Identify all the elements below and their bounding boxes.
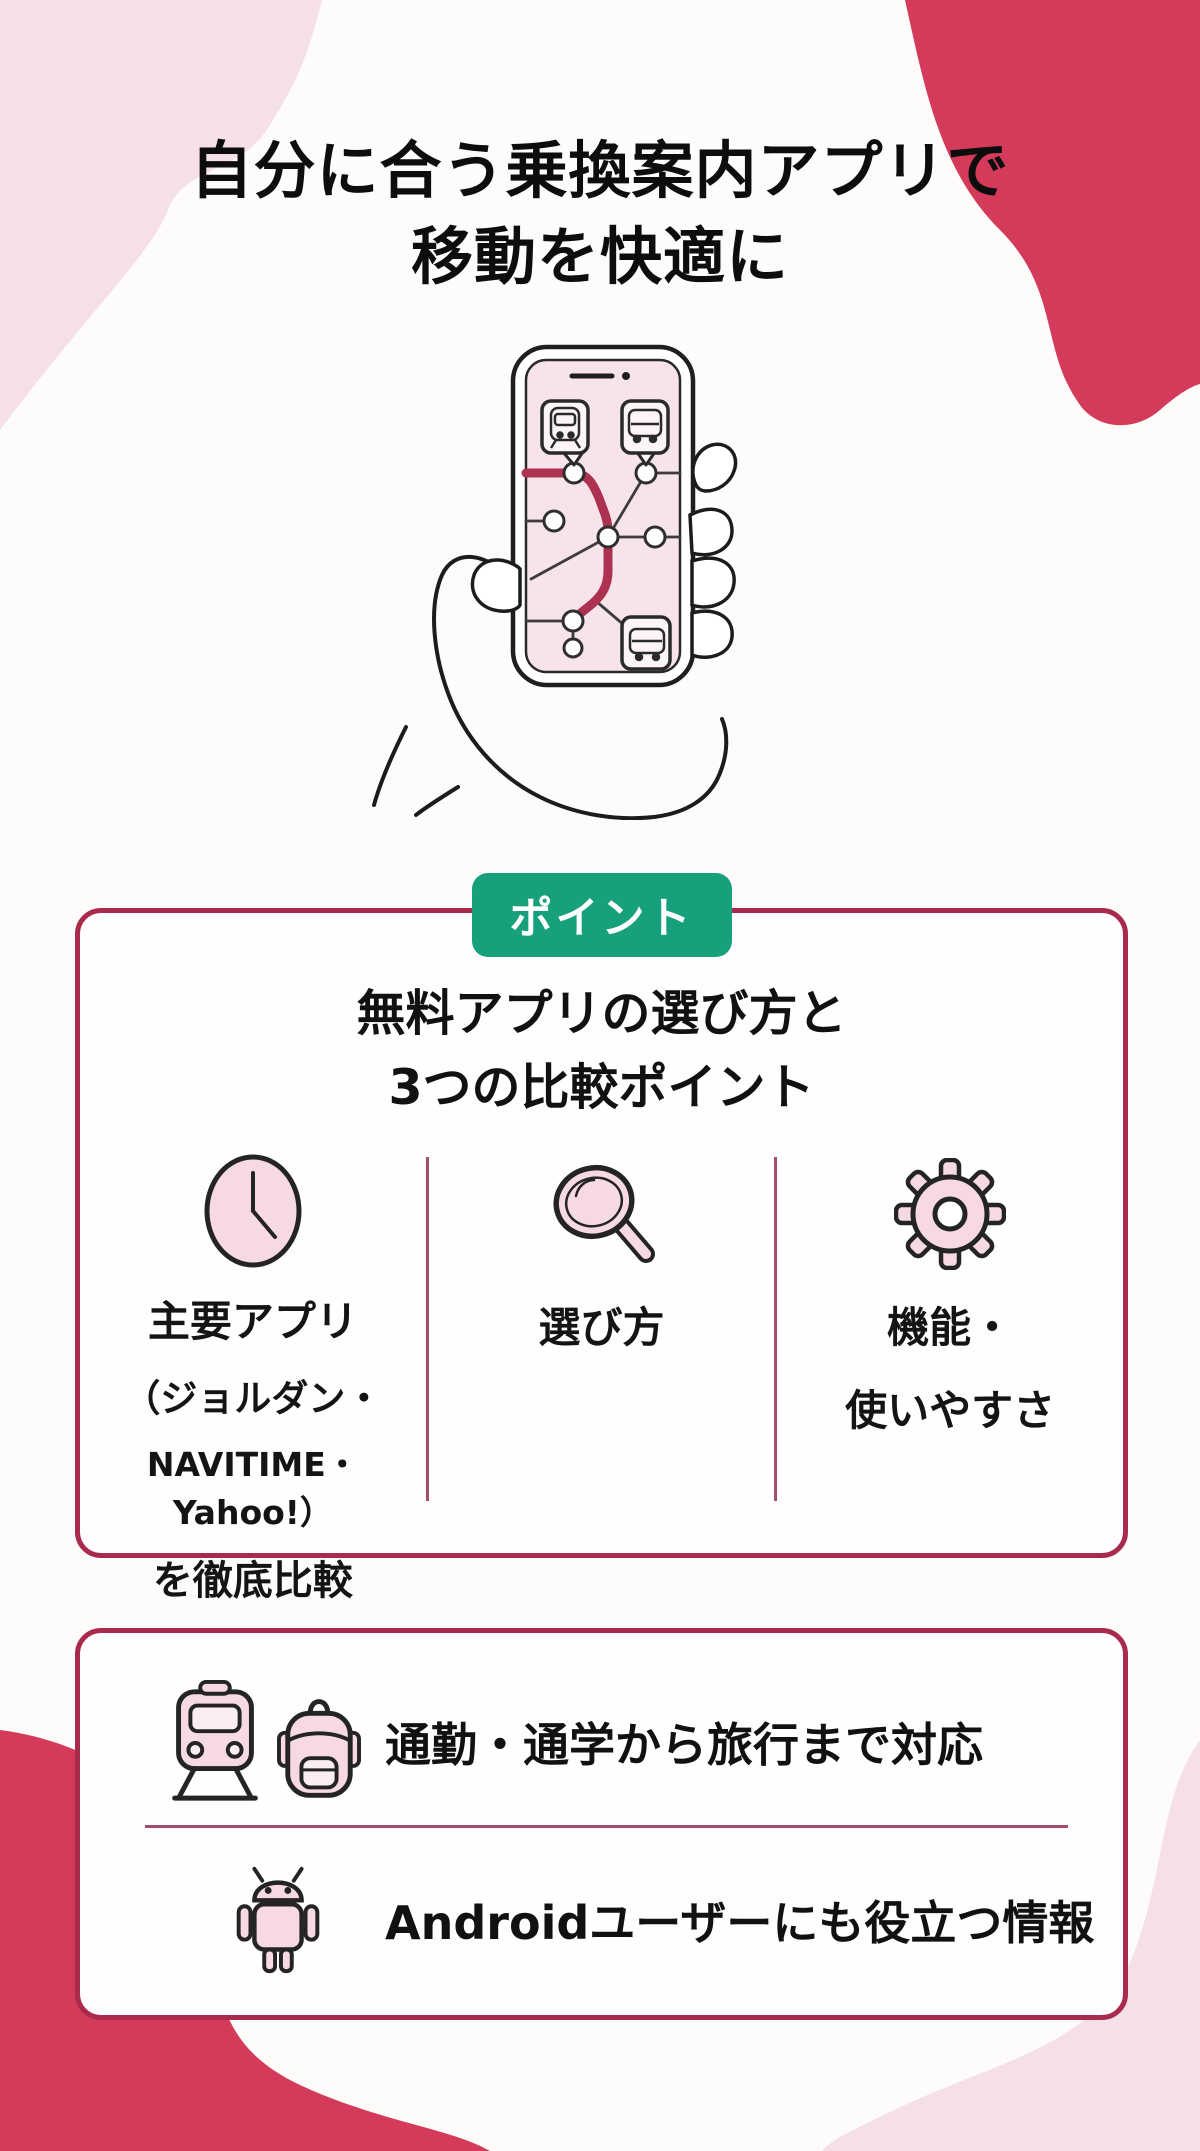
points-heading-line-2: 3つの比較ポイント: [388, 1058, 815, 1116]
train-icon: [170, 1678, 260, 1806]
hand-fingers: [470, 442, 738, 659]
bus-badge-top: [620, 399, 670, 467]
hand-palm: [372, 554, 729, 820]
column-label: 使いやすさ: [845, 1386, 1056, 1436]
column-sub-label: を徹底比較: [152, 1558, 353, 1605]
column-sub-label: NAVITIME・Yahoo!）: [146, 1445, 359, 1533]
title-line-1: 自分に合う乗換案内アプリで: [190, 134, 1010, 207]
blob-top-left: [0, 0, 322, 430]
features-card: 通勤・通学から旅行まで対応: [75, 1628, 1128, 2020]
hero-illustration: [350, 335, 850, 820]
page-title: 自分に合う乗換案内アプリで 移動を快適に: [0, 128, 1200, 299]
comparison-columns: 主要アプリ （ジョルダン・ NAVITIME・Yahoo!） を徹底比較 選び方: [80, 1149, 1123, 1604]
train-badge: [540, 399, 590, 467]
index-finger: [691, 442, 738, 493]
magnifier-icon: [542, 1151, 662, 1277]
column-main-apps: 主要アプリ （ジョルダン・ NAVITIME・Yahoo!） を徹底比較: [80, 1149, 426, 1604]
bus-badge-bottom: [620, 615, 672, 671]
bus-icon: [627, 408, 663, 444]
feature-row-commute: 通勤・通学から旅行まで対応: [80, 1677, 1103, 1807]
column-label: 主要アプリ: [147, 1297, 358, 1346]
column-divider: [774, 1157, 778, 1501]
column-label: 選び方: [538, 1303, 665, 1352]
points-heading: 無料アプリの選び方と 3つの比較ポイント: [80, 977, 1123, 1124]
title-line-2: 移動を快適に: [410, 219, 789, 293]
points-heading-line-1: 無料アプリの選び方と: [356, 985, 847, 1042]
feature-text: 通勤・通学から旅行まで対応: [385, 1718, 983, 1772]
blob-bottom-right: [822, 1740, 1200, 2151]
route-line: [521, 468, 613, 621]
backpack-icon: [274, 1684, 364, 1806]
clock-icon: [198, 1151, 308, 1271]
feature-row-android: Androidユーザーにも役立つ情報: [80, 1855, 1103, 1985]
feature-icons: [170, 1678, 385, 1806]
hand-phone-illustration: [372, 344, 738, 820]
column-label: 機能・: [887, 1303, 1014, 1352]
transit-map: [521, 399, 682, 671]
points-badge: ポイント: [471, 873, 732, 957]
points-card: ポイント 無料アプリの選び方と 3つの比較ポイント 主要アプリ （ジョルダン・ …: [75, 873, 1128, 1604]
gear-icon: [894, 1151, 1007, 1277]
column-divider: [425, 1157, 429, 1501]
column-features-usability: 機能・ 使いやすさ: [777, 1149, 1123, 1535]
blob-top-right: [905, 0, 1200, 426]
column-how-to-choose: 選び方: [429, 1149, 775, 1535]
feature-text: Androidユーザーにも役立つ情報: [385, 1896, 1095, 1950]
smartphone: [510, 344, 696, 688]
row-divider: [145, 1825, 1068, 1828]
thumb: [470, 558, 522, 613]
phone-notch: [569, 372, 630, 380]
map-nodes: [542, 461, 667, 659]
column-sub-label: （ジョルダン・: [123, 1377, 383, 1421]
bus-icon: [628, 627, 666, 662]
feature-icons: [170, 1861, 385, 1979]
android-icon: [219, 1861, 337, 1979]
train-icon: [549, 406, 582, 449]
